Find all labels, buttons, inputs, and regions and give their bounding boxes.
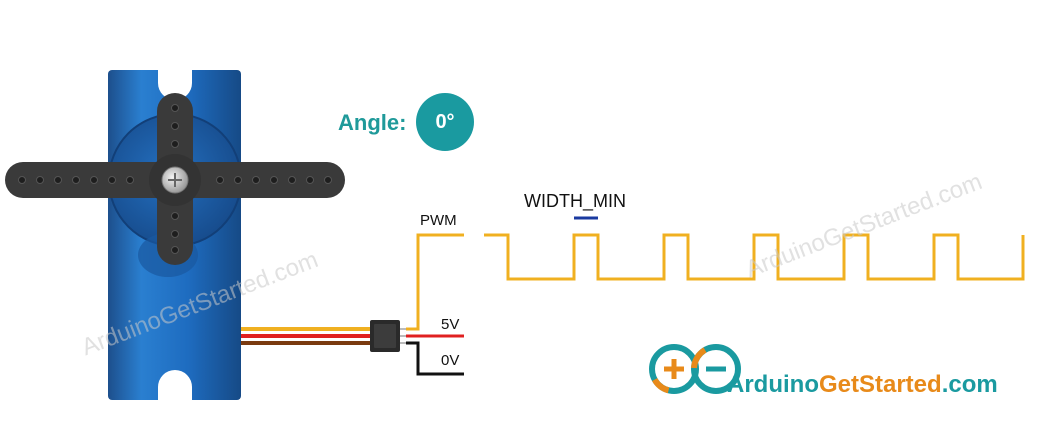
angle-value-badge: 0° (416, 93, 474, 151)
v5-label: 5V (441, 316, 460, 333)
width-min-label: WIDTH_MIN (524, 191, 626, 211)
servo-horn (5, 93, 345, 265)
brand-part-com: .com (941, 371, 998, 398)
servo-top-mount-hole (158, 70, 192, 100)
angle-value: 0° (435, 110, 455, 133)
brand-logo-icon (649, 344, 741, 394)
brand-part-arduino: Arduino (727, 371, 819, 398)
v0-label: 0V (441, 352, 460, 369)
v0-line (406, 341, 464, 376)
servo-cable (241, 233, 464, 376)
servo-motor (5, 70, 345, 400)
servo-bottom-mount-hole (158, 370, 192, 400)
pwm-waveform (484, 233, 1025, 281)
brand-part-getstarted: GetStarted (818, 371, 942, 398)
brand-name: ArduinoGetStarted.com (727, 371, 998, 399)
pwm-label: PWM (420, 212, 457, 229)
angle-label: Angle: (338, 110, 407, 135)
pwm-line (406, 233, 464, 331)
